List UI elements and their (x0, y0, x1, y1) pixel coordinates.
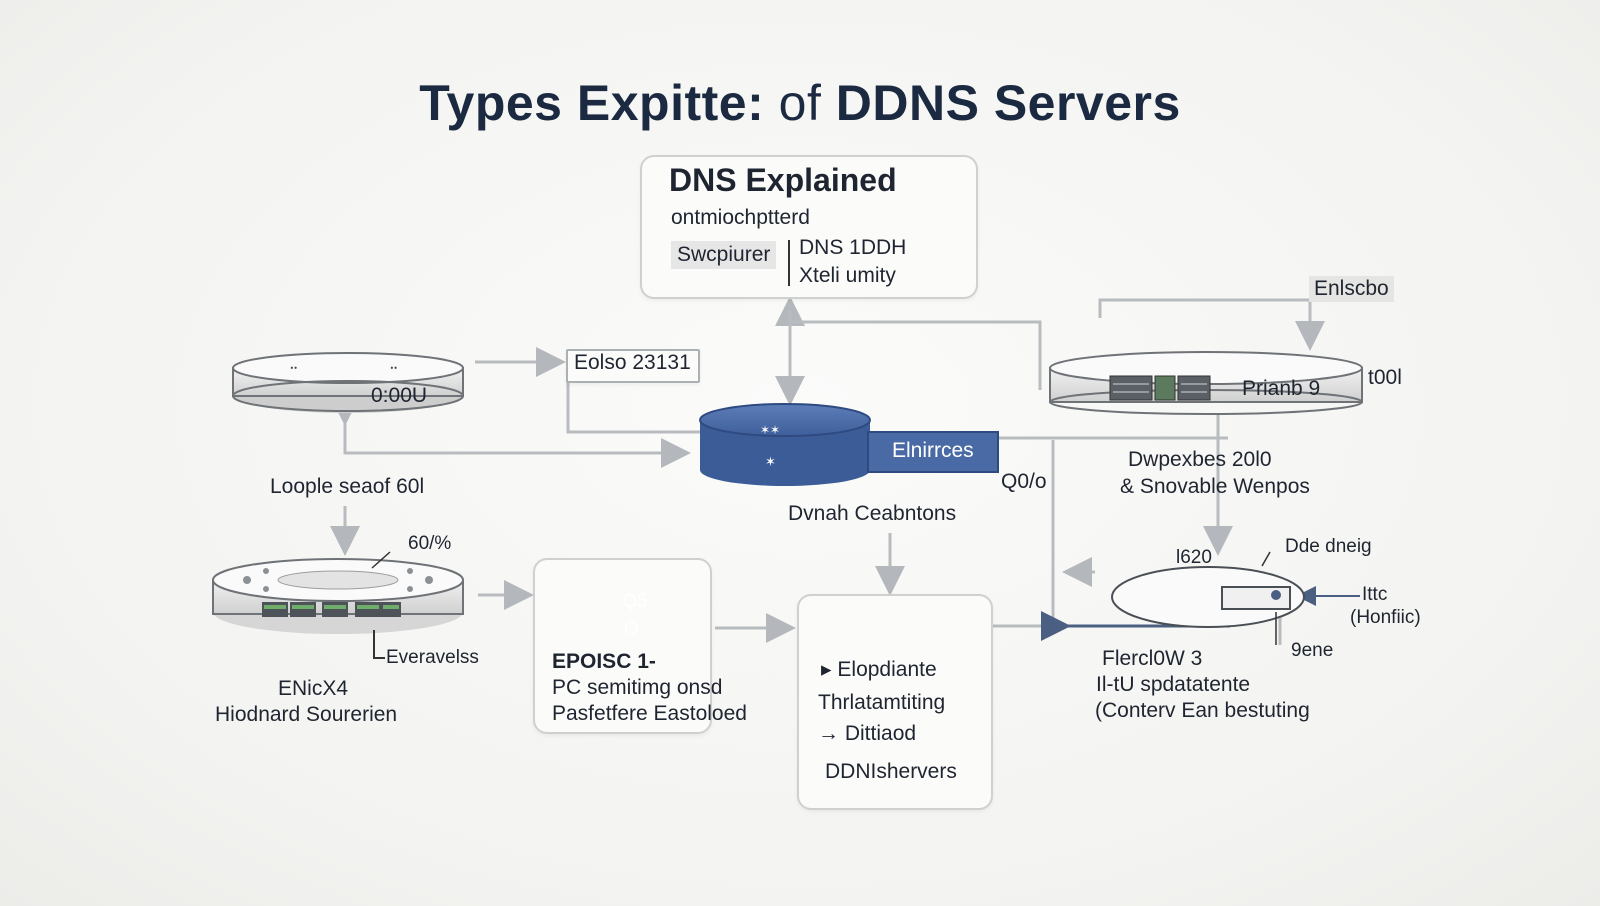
switch-side-label: Everavelss (386, 647, 479, 668)
mid-tag-box (566, 349, 700, 383)
network-switch-device (212, 551, 464, 634)
stack-card-line3: Pasfetfere Eastoloed (552, 702, 747, 725)
stack-top-text: Q5 (622, 591, 648, 612)
left-server-device: ꞏꞏ ꞏꞏ (232, 352, 464, 413)
central-tag: Elnirrces (892, 439, 974, 462)
disk-right-label-2: (Honfiic) (1350, 607, 1421, 628)
dns-card-line1: DNS 1DDH (799, 236, 907, 259)
central-side-label: Q0/o (1001, 470, 1047, 493)
stack-card-line2: PC semitimg onsd (552, 676, 723, 699)
dns-card-subheading: ontmiochptterd (671, 206, 810, 229)
dns-card-divider (788, 240, 790, 286)
dns-explained-card (640, 155, 978, 299)
page-title: Types Expitte: of DDNS Servers (0, 74, 1600, 132)
disk-right-label-1: Ittc (1362, 584, 1388, 605)
title-connector: of (778, 75, 822, 131)
right-rack-text: Prianb 9 (1242, 377, 1321, 400)
dns-card-heading: DNS Explained (669, 162, 897, 198)
center-card-line2: Thrlatamtiting (818, 691, 946, 714)
switch-side-tick (373, 630, 385, 659)
switch-caption-line2: Hiodnard Sourerien (215, 703, 398, 726)
right-rack-device (1049, 351, 1363, 415)
mid-tag: Eolso 23131 (574, 351, 691, 374)
title-tail: DDNS Servers (835, 75, 1181, 131)
bottom-right-line1: Flercl0W 3 (1102, 647, 1203, 670)
svg-text:✶✶: ✶✶ (760, 423, 780, 437)
central-caption: Dvnah Ceabntons (788, 502, 957, 525)
center-card-line3: → Dittiaod (818, 722, 917, 745)
bottom-right-line2: Il-tU spdatatente (1096, 673, 1251, 696)
left-caption: Loople seaof 60l (270, 475, 425, 498)
right-caption-line2: & Snovable Wenpos (1120, 475, 1310, 498)
stack-card (533, 558, 712, 734)
title-main: Types Expitte: (419, 75, 765, 131)
bottom-right-line3: (Conterv Ean bestuting (1095, 699, 1310, 722)
stack-card-line1: EPOISC 1- (552, 650, 656, 673)
switch-percent-label: 60/% (408, 533, 452, 554)
top-right-tag: Enlscbo (1309, 276, 1394, 302)
center-card-line1-text: Elopdiante (837, 658, 937, 681)
switch-caption-line1: ENicX4 (278, 677, 349, 700)
right-caption-line1: Dwpexbes 20l0 (1128, 448, 1272, 471)
center-card (797, 594, 993, 810)
svg-text:ꞏꞏ: ꞏꞏ (390, 361, 397, 375)
svg-text:✶: ✶ (765, 454, 776, 469)
center-card-line3-text: Dittiaod (844, 722, 917, 745)
oval-storage-device (1111, 551, 1305, 645)
disk-bottom-label: 9ene (1291, 640, 1334, 661)
center-card-line1: ▸ Elopdiante (821, 658, 937, 681)
connector-lines (330, 296, 1360, 645)
center-card-line4: DDNIshervers (825, 760, 957, 783)
central-dns-cylinder: ✶✶ ✶ (699, 403, 999, 486)
right-rack-side-label: t00l (1368, 366, 1402, 389)
dns-card-line2: Xteli umity (799, 264, 896, 287)
disk-top-right-label: Dde dneig (1285, 536, 1372, 557)
svg-text:ꞏꞏ: ꞏꞏ (290, 361, 297, 375)
disk-top-left-label: l620 (1176, 547, 1212, 568)
left-server-text: 0:00U (371, 384, 428, 407)
stack-bottom-text: O (624, 619, 639, 640)
dns-card-chip: Swcpiurer (671, 241, 777, 269)
